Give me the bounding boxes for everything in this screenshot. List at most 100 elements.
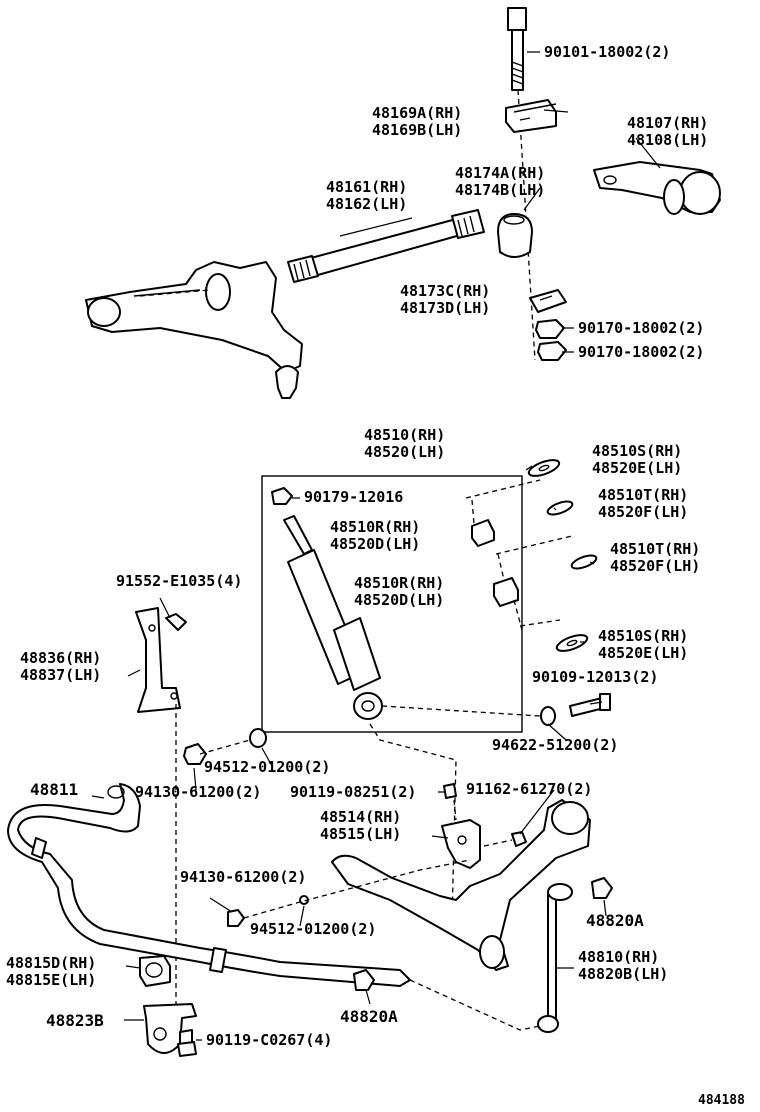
callout-line: 48510(RH) — [364, 426, 445, 444]
callout-line: 90119-C0267(4) — [206, 1031, 332, 1049]
callout-line: 90109-12013(2) — [532, 668, 658, 686]
cushion-48510r-b-icon — [493, 577, 519, 607]
callout-line: 48837(LH) — [20, 666, 101, 684]
callout-cushion-48169: 48169A(RH)48169B(LH) — [372, 104, 462, 139]
callout-cushion-r-1: 48510R(RH)48520D(LH) — [330, 518, 420, 553]
bolt-90119-08251-icon — [443, 783, 457, 799]
callout-washer-94512-a: 94512-01200(2) — [204, 758, 330, 776]
callout-line: 94130-61200(2) — [135, 783, 261, 801]
callout-line: 48811 — [30, 780, 78, 799]
callout-line: 90179-12016 — [304, 488, 403, 506]
bolt-91162-icon — [511, 831, 527, 847]
callout-retainer-t-1: 48510T(RH)48520F(LH) — [598, 486, 688, 521]
callout-retainer-48174: 48174A(RH)48174B(LH) — [455, 164, 545, 199]
callout-labels: 90101-18002(2) 48169A(RH)48169B(LH) 4810… — [6, 43, 745, 1108]
callout-line: 48510T(RH) — [610, 540, 700, 558]
callout-line: 48169A(RH) — [372, 104, 462, 122]
bracket-48514-icon — [441, 819, 481, 869]
callout-bolt-90119-08251: 90119-08251(2) — [290, 783, 416, 801]
callout-bracket-48836: 48836(RH)48837(LH) — [20, 649, 101, 684]
callout-torsion-bar: 48161(RH)48162(LH) — [326, 178, 407, 213]
callout-line: 48820B(LH) — [578, 965, 668, 983]
callout-line: 48823B — [46, 1011, 104, 1030]
bolt-90109-icon — [569, 693, 611, 717]
retainer-48510s-top-icon — [527, 459, 561, 477]
callout-line: 48510T(RH) — [598, 486, 688, 504]
callout-line: 90119-08251(2) — [290, 783, 416, 801]
callout-nut-94130-b: 94130-61200(2) — [180, 868, 306, 886]
callout-line: 48510R(RH) — [354, 574, 444, 592]
callout-line: 94512-01200(2) — [250, 920, 376, 938]
callout-link-48810: 48810(RH)48820B(LH) — [578, 948, 668, 983]
callout-line: 48169B(LH) — [372, 121, 462, 139]
callout-line: 48520E(LH) — [592, 459, 682, 477]
lower-arm-icon — [85, 261, 303, 399]
callout-line: 48162(LH) — [326, 195, 407, 213]
arm-48107-icon — [593, 161, 721, 215]
callout-washer-94622: 94622-51200(2) — [492, 736, 618, 754]
callout-line: 48174A(RH) — [455, 164, 545, 182]
callout-stabilizer-bar: 48811 — [30, 780, 78, 799]
nut-94130-b-icon — [227, 909, 245, 927]
callout-line: 94622-51200(2) — [492, 736, 618, 754]
callout-line: 48810(RH) — [578, 948, 659, 966]
cushion-48820a-bottom-icon — [353, 969, 375, 991]
callout-bolt-91552: 91552-E1035(4) — [116, 572, 242, 590]
callout-line: 48107(RH) — [627, 114, 708, 132]
callout-nut-94130-a: 94130-61200(2) — [135, 783, 261, 801]
shock-group-frame — [261, 475, 523, 733]
callout-shock-absorber: 48510(RH)48520(LH) — [364, 426, 445, 461]
bushing-48815-icon — [139, 955, 171, 987]
callout-cushion-48820a-bottom: 48820A — [340, 1007, 398, 1026]
nut-90179-icon — [271, 487, 293, 505]
callout-line: 94512-01200(2) — [204, 758, 330, 776]
callout-line: 48520D(LH) — [330, 535, 420, 553]
callout-retainer-s-top: 48510S(RH)48520E(LH) — [592, 442, 682, 477]
callout-bracket-48823: 48823B — [46, 1011, 104, 1030]
lower-arm-bottom-icon — [331, 799, 591, 971]
callout-bolt-90119-c0267: 90119-C0267(4) — [206, 1031, 332, 1049]
callout-retainer-t-2: 48510T(RH)48520F(LH) — [610, 540, 700, 575]
nut-90170-a-icon — [535, 319, 565, 339]
callout-line: 48515(LH) — [320, 825, 401, 843]
washer-94622-icon — [540, 706, 556, 726]
callout-line: 48815D(RH) — [6, 954, 96, 972]
callout-line: 90170-18002(2) — [578, 343, 704, 361]
callout-bolt-90109: 90109-12013(2) — [532, 668, 658, 686]
callout-bolt-top: 90101-18002(2) — [544, 43, 670, 61]
callout-nut-a: 90170-18002(2) — [578, 319, 704, 337]
cushion-48510r-a-icon — [471, 519, 495, 547]
diagram-number: 484188 — [698, 1093, 745, 1108]
callout-bushing-48815: 48815D(RH)48815E(LH) — [6, 954, 96, 989]
callout-line: 48510R(RH) — [330, 518, 420, 536]
retainer-48510t-a-icon — [546, 500, 574, 516]
retainer-48174-icon — [497, 213, 533, 258]
callout-line: 90170-18002(2) — [578, 319, 704, 337]
retainer-48510t-b-icon — [570, 554, 598, 570]
callout-line: 48510S(RH) — [592, 442, 682, 460]
callout-nut-90179: 90179-12016 — [304, 488, 403, 506]
callout-line: 90101-18002(2) — [544, 43, 670, 61]
callout-retainer-s-bottom: 48510S(RH)48520E(LH) — [598, 627, 688, 662]
cushion-48169-icon — [505, 99, 557, 133]
bracket-48823-icon — [143, 1003, 197, 1054]
callout-line: 91162-61270(2) — [466, 780, 592, 798]
bolt-91552-icon — [165, 613, 187, 631]
torsion-bar-48161-icon — [287, 209, 485, 283]
link-48810-icon — [537, 883, 573, 1033]
callout-line: 48836(RH) — [20, 649, 101, 667]
callout-line: 94130-61200(2) — [180, 868, 306, 886]
callout-bolt-91162: 91162-61270(2) — [466, 780, 592, 798]
callout-line: 48520F(LH) — [610, 557, 700, 575]
callout-line: 48174B(LH) — [455, 181, 545, 199]
stabilizer-bar-icon — [7, 783, 411, 987]
callout-line: 48820A — [586, 911, 644, 930]
callout-line: 48514(RH) — [320, 808, 401, 826]
callout-nut-b: 90170-18002(2) — [578, 343, 704, 361]
callout-arm-48107: 48107(RH)48108(LH) — [627, 114, 708, 149]
callout-line: 48520F(LH) — [598, 503, 688, 521]
callout-line: 91552-E1035(4) — [116, 572, 242, 590]
nut-90170-b-icon — [537, 341, 567, 361]
